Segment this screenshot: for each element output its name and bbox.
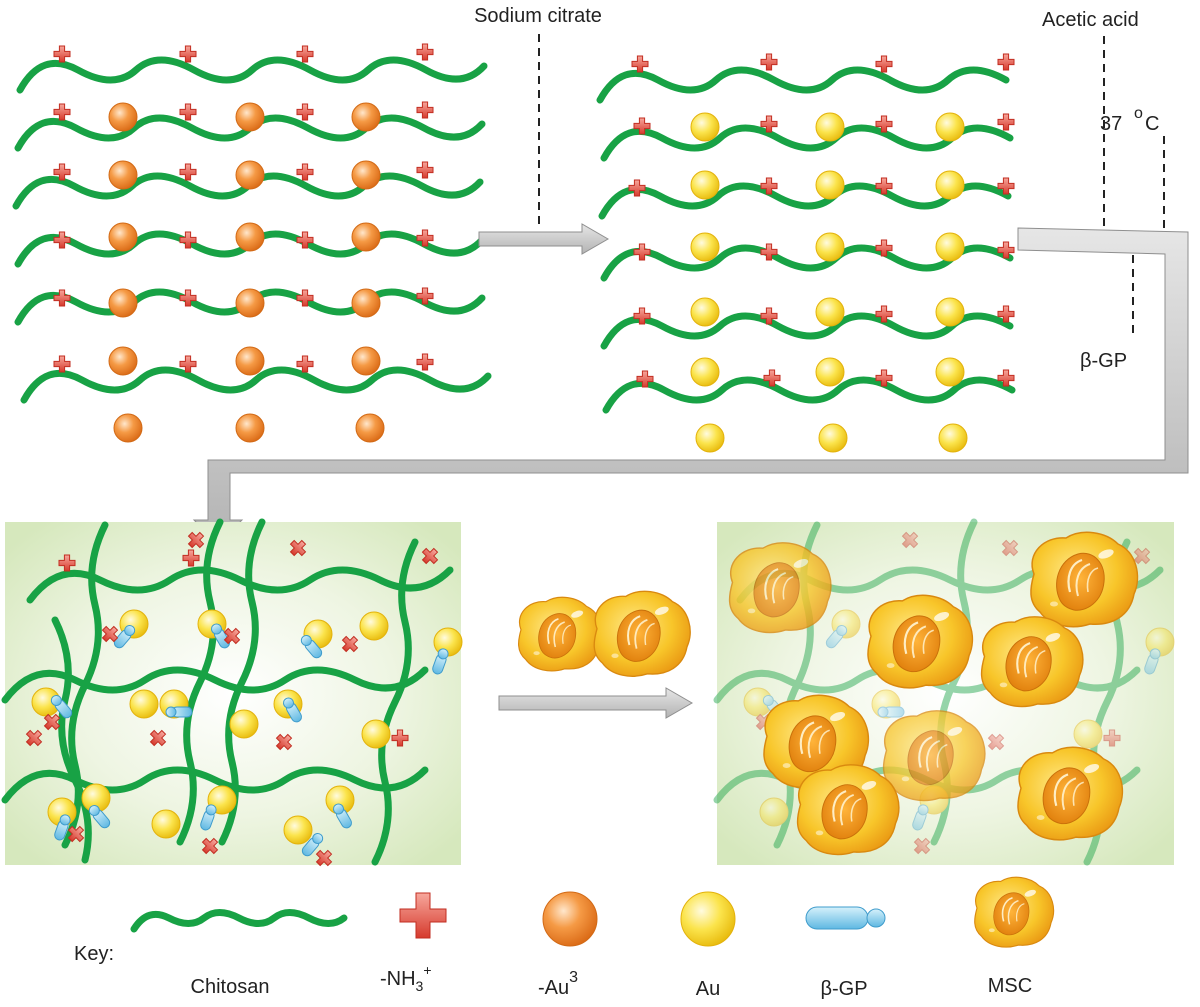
acetic-acid-label: Acetic acid	[1042, 9, 1139, 31]
svg-text:37: 37	[1100, 113, 1122, 135]
arrow-step-1	[478, 34, 610, 255]
panel-chitosan-au	[596, 53, 1016, 453]
legend-msc-icon	[973, 876, 1055, 948]
legend-au3-icon	[542, 891, 598, 947]
legend: Key: Chitosan -NH3+ -Au3 Au β-GP MSC	[74, 876, 1055, 1000]
legend-msc-label: MSC	[988, 975, 1032, 997]
free-msc-cells	[517, 590, 692, 678]
legend-au-icon	[680, 891, 736, 947]
legend-chitosan-label: Chitosan	[191, 976, 270, 998]
legend-nh3-label: -NH3+	[380, 962, 432, 994]
sodium-citrate-label: Sodium citrate	[474, 5, 602, 27]
panel-gel	[1, 518, 463, 870]
legend-beta-gp-icon	[805, 906, 886, 930]
beta-gp-label: β-GP	[1080, 350, 1127, 372]
temperature-label: 37 o C	[1100, 105, 1159, 135]
svg-text:o: o	[1134, 105, 1143, 122]
legend-chitosan-icon	[130, 909, 348, 933]
panel-chitosan-au3	[12, 43, 492, 443]
legend-au3-label: -Au3	[538, 969, 578, 999]
legend-nh3-icon	[399, 892, 447, 939]
arrow-step-3	[498, 687, 694, 719]
panel-gel-msc	[713, 518, 1175, 866]
svg-text:C: C	[1145, 113, 1159, 135]
legend-au-label: Au	[696, 978, 720, 1000]
legend-title: Key:	[74, 943, 114, 965]
legend-beta-gp-label: β-GP	[820, 978, 867, 1000]
